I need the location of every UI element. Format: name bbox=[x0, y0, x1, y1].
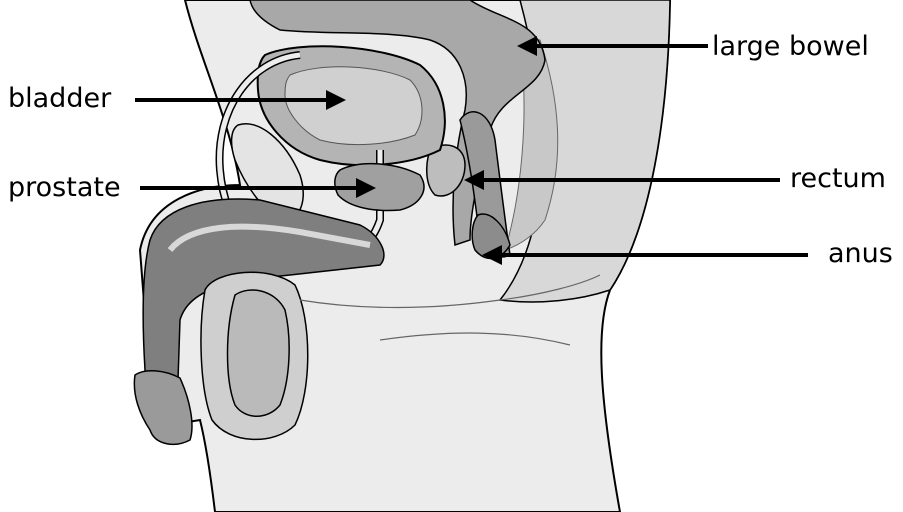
rectum-label: rectum bbox=[790, 165, 886, 192]
large-bowel-label: large bowel bbox=[712, 33, 869, 60]
prostate-label: prostate bbox=[8, 174, 121, 201]
testicle bbox=[228, 290, 290, 416]
anus-label: anus bbox=[828, 240, 893, 267]
bladder-label: bladder bbox=[8, 85, 111, 112]
